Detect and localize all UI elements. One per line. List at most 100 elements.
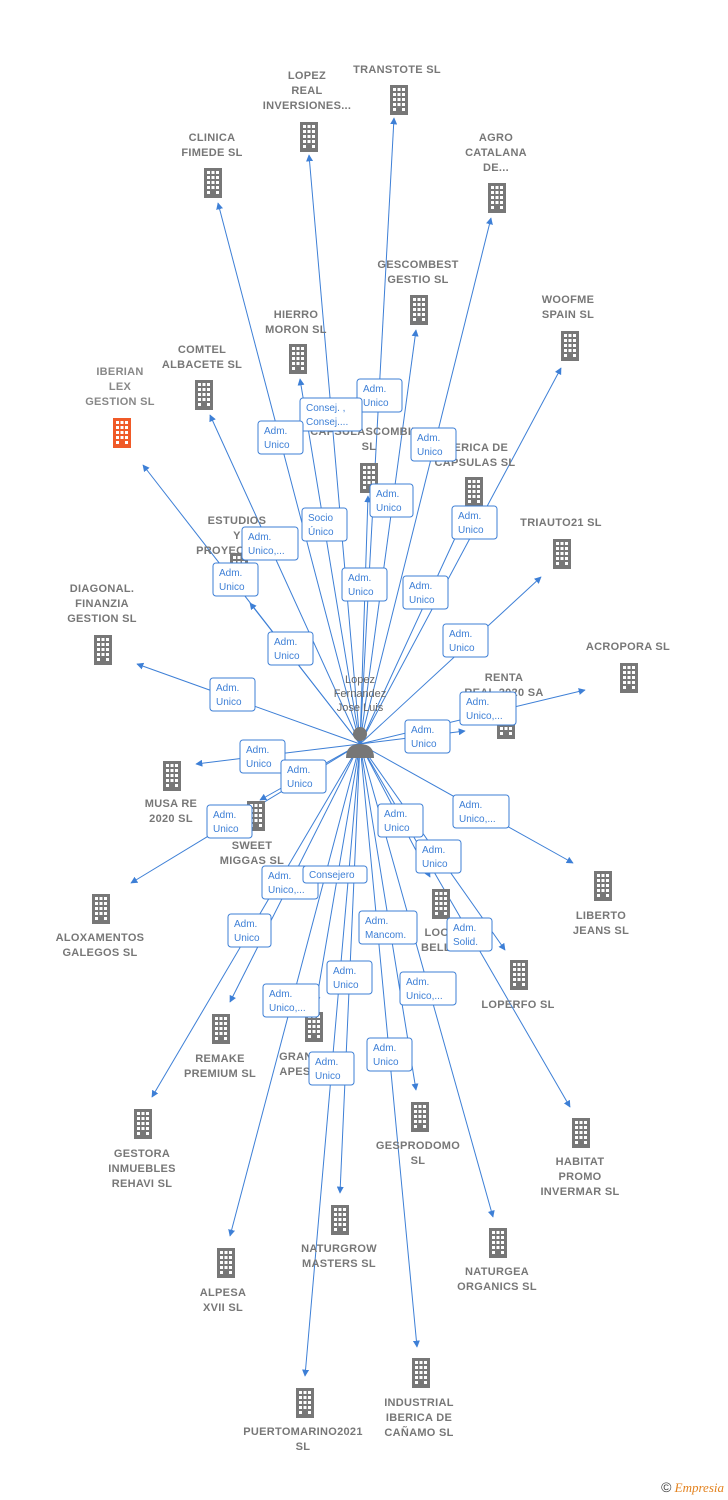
relation-label-clinica-fimede[interactable]: Adm.Unico [257,420,304,455]
person-icon [346,727,374,758]
relation-label-acropora[interactable]: Adm.Unico,... [459,691,517,726]
company-name-line: DIAGONAL. [70,583,134,595]
footer-brand[interactable]: © Empresia [661,1479,724,1496]
building-icon [94,635,112,665]
building-icon [300,122,318,152]
relation-label-text: Unico,... [466,711,503,722]
relation-label-text: Adm. [287,765,310,776]
company-node-agro-catalana[interactable]: AGROCATALANADE... [465,132,527,213]
relation-label-agro-catalana[interactable]: Adm.Unico [410,427,457,462]
company-node-acropora[interactable]: ACROPORA SL [586,641,670,693]
relation-label-woofme[interactable]: Adm.Unico [451,505,498,540]
company-name-line: GESTORA [114,1148,170,1160]
relation-label-comtel[interactable]: Adm.Unico,... [241,526,299,561]
company-name-line: SL [296,1441,311,1453]
relation-label-text: Adm. [333,966,356,977]
relation-label-text: Unico [213,824,239,835]
relation-label-loperfo[interactable]: Adm.Unico [415,839,462,874]
building-icon [212,1014,230,1044]
relation-label-liberto[interactable]: Adm.Unico,... [452,794,510,829]
relation-label-text: Unico [409,595,435,606]
relation-label-text: Socio [308,513,333,524]
company-name-line: XVII SL [203,1302,243,1314]
relation-label-lopez-real[interactable]: Consej. ,Consej.... [299,397,363,432]
company-name-line: MIGGAS SL [220,855,284,867]
relation-label-remake[interactable]: Adm.Unico [227,913,272,948]
relation-label-iberian-lex[interactable]: Adm.Unico [212,562,259,597]
company-node-transtote[interactable]: TRANSTOTE SL [353,64,441,115]
company-name-line: SPAIN SL [542,309,594,321]
relation-label-habitat[interactable]: Adm.Solid. [446,917,493,952]
company-name-line: SWEET [232,840,273,852]
relation-label-transtote[interactable]: Adm.Unico [356,378,403,413]
building-icon [134,1109,152,1139]
relation-label-gescombest[interactable]: Adm.Unico [369,483,414,518]
relation-label-renta-real[interactable]: Adm.Unico [404,719,451,754]
company-node-sweet-miggas[interactable]: SWEET MIGGAS SL [220,801,284,867]
company-name-line: ALBACETE SL [162,359,242,371]
relation-label-look-bell[interactable]: Adm.Unico [377,803,424,838]
relation-label-puertomarino[interactable]: Adm.Unico [308,1051,355,1086]
relation-label-musa-re[interactable]: Adm.Unico [239,739,286,774]
company-name-line: TRANSTOTE SL [353,64,441,76]
building-icon [561,331,579,361]
relation-label-text: Adm. [216,683,239,694]
edge-capsulas-combina [359,495,372,745]
relation-label-text: Adm. [459,800,482,811]
person-name-line: Lopez [345,674,375,686]
relation-label-gesprodomo[interactable]: Adm.Unico [366,1037,413,1072]
relation-label-text: Consejero [309,870,355,881]
relation-label-triauto21[interactable]: Adm.Unico [442,623,489,658]
company-node-loperfo[interactable]: LOPERFO SL [481,960,554,1011]
relation-label-estudios[interactable]: Adm.Unico [267,631,314,666]
company-node-triauto21[interactable]: TRIAUTO21 SL [520,517,602,569]
building-icon [465,477,483,507]
relation-label-grand-apes[interactable]: Consejero [302,865,368,884]
company-name-line: NATURGROW [301,1243,377,1255]
relation-label-text: Unico [234,933,260,944]
person-name-line: Fernandez [334,688,387,700]
edge-iberica-capsulas [359,509,469,745]
company-name-line: GESTIO SL [387,274,448,286]
company-name-line: CAÑAMO SL [384,1426,453,1439]
relation-label-text: Adm. [406,977,429,988]
relation-label-naturgrow[interactable]: Adm.Unico [326,960,373,995]
relation-label-aloxamentos[interactable]: Adm.Unico [206,804,253,839]
relation-label-diagonal[interactable]: Adm.Unico [209,677,256,712]
company-node-lopez-real[interactable]: LOPEZREALINVERSIONES... [263,70,352,152]
building-icon [620,663,638,693]
relation-label-text: Adm. [268,871,291,882]
relation-label-naturgea[interactable]: Adm.Unico,... [399,971,457,1006]
relation-label-iberica-capsulas[interactable]: Adm.Unico [402,575,449,610]
relation-label-alpesa[interactable]: Adm.Unico,... [262,983,320,1018]
relation-label-text: Adm. [449,629,472,640]
building-icon [553,539,571,569]
relation-label-gestora[interactable]: Adm.Mancom. [358,910,418,945]
relation-label-text: Unico,... [248,546,285,557]
relation-label-capsulas-combina[interactable]: Adm.Unico [341,567,388,602]
relation-label-sweet-miggas[interactable]: Adm.Unico [280,759,327,794]
relation-label-text: Adm. [264,426,287,437]
